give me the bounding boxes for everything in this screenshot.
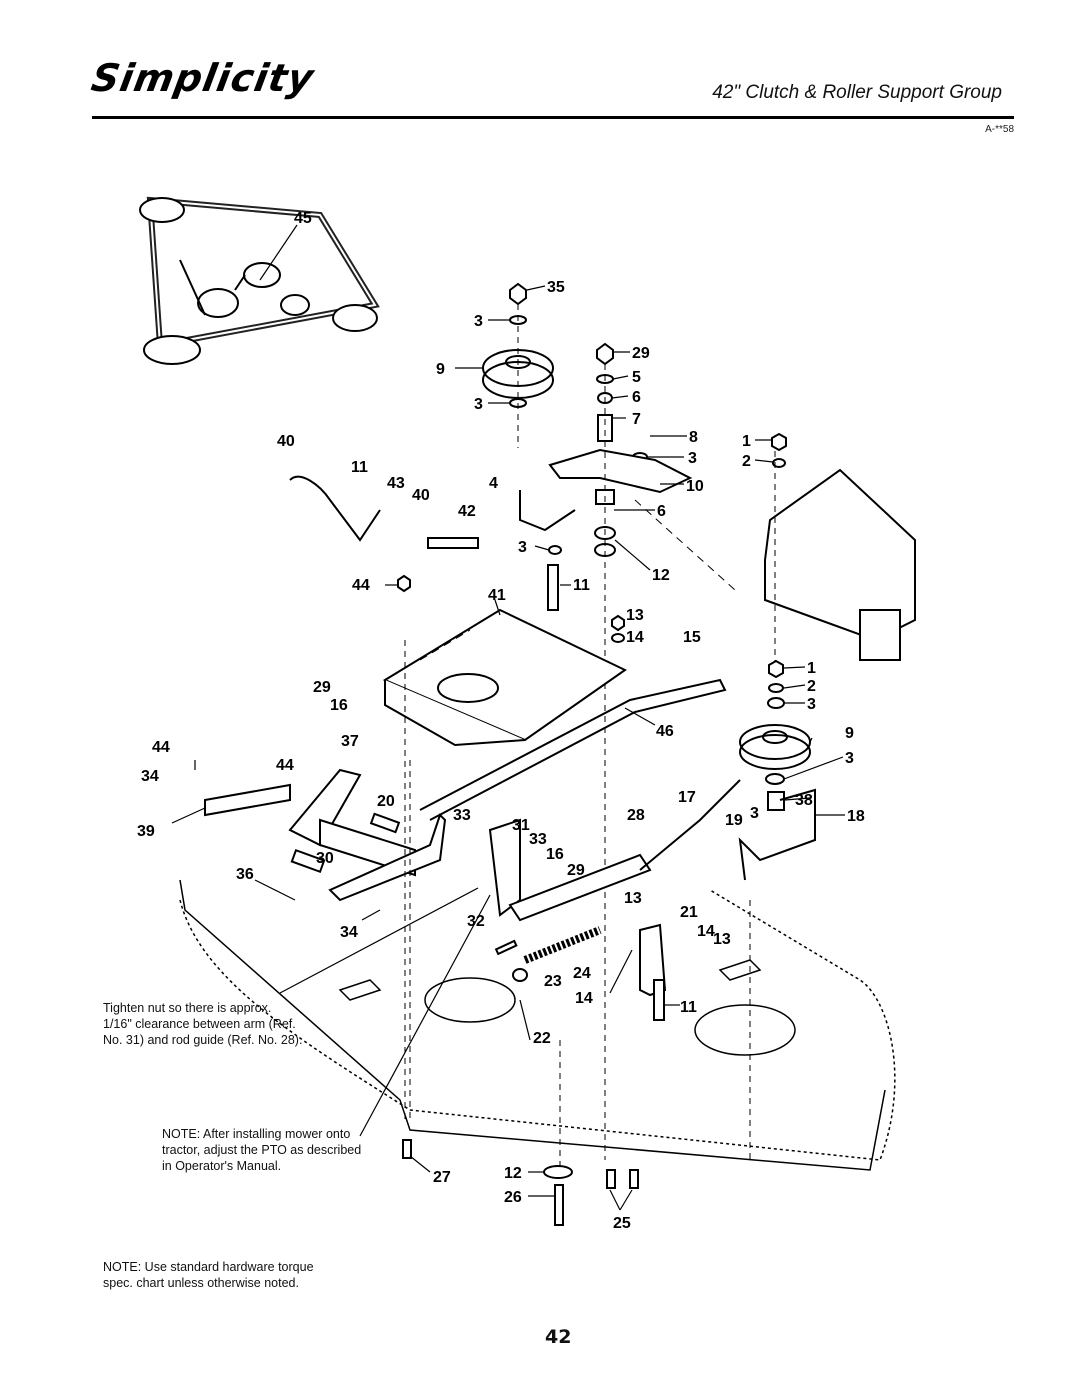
clutch-bracket <box>382 608 627 747</box>
callout-36: 36 <box>236 866 254 883</box>
callout-5: 5 <box>632 369 641 386</box>
callout-31: 31 <box>512 817 530 834</box>
bottom-hardware <box>402 1139 639 1226</box>
callout-9: 9 <box>845 725 854 742</box>
callout-22: 22 <box>533 1030 551 1047</box>
callout-26: 26 <box>504 1189 522 1206</box>
callout-41: 41 <box>488 587 506 604</box>
callout-35: 35 <box>547 279 565 296</box>
callout-29: 29 <box>313 679 331 696</box>
mower-deck <box>179 640 896 1171</box>
callout-34: 34 <box>340 924 358 941</box>
leader-lines <box>171 224 845 1211</box>
callout-21: 21 <box>680 904 698 921</box>
callout-45: 45 <box>294 210 312 227</box>
callout-23: 23 <box>544 973 562 990</box>
callout-1: 1 <box>807 660 816 677</box>
callout-3: 3 <box>518 539 527 556</box>
note-torque-spec: NOTE: Use standard hardware torque spec.… <box>103 1260 314 1290</box>
callout-13: 13 <box>624 890 642 907</box>
callout-3: 3 <box>474 313 483 330</box>
idler-hardware-stack <box>519 342 736 1160</box>
callout-20: 20 <box>377 793 395 810</box>
note-tighten-nut: Tighten nut so there is approx. 1/16" cl… <box>103 1001 303 1047</box>
callout-3: 3 <box>845 750 854 767</box>
callout-38: 38 <box>795 792 813 809</box>
callout-13: 13 <box>713 931 731 948</box>
callout-29: 29 <box>567 862 585 879</box>
callout-12: 12 <box>652 567 670 584</box>
callout-17: 17 <box>678 789 696 806</box>
callout-40: 40 <box>277 433 295 450</box>
callout-9: 9 <box>436 361 445 378</box>
callout-39: 39 <box>137 823 155 840</box>
callout-44: 44 <box>276 757 294 774</box>
linkage-assembly <box>204 475 816 1021</box>
callout-32: 32 <box>467 913 485 930</box>
callout-15: 15 <box>683 629 701 646</box>
callout-34: 34 <box>141 768 159 785</box>
header-rule <box>92 116 1014 119</box>
callout-27: 27 <box>433 1169 451 1186</box>
callout-14: 14 <box>697 923 715 940</box>
callout-12: 12 <box>504 1165 522 1182</box>
callout-44: 44 <box>152 739 170 756</box>
reference-code: A-**58 <box>985 124 1014 135</box>
callout-46: 46 <box>656 723 674 740</box>
callout-11: 11 <box>351 459 368 476</box>
callout-33: 33 <box>453 807 471 824</box>
page-title: 42" Clutch & Roller Support Group <box>712 82 1002 103</box>
callout-16: 16 <box>546 846 564 863</box>
callout-2: 2 <box>807 678 816 695</box>
clutch-cover <box>764 432 916 680</box>
callout-44: 44 <box>352 577 370 594</box>
callout-10: 10 <box>686 478 704 495</box>
callout-1: 1 <box>742 433 751 450</box>
callout-25: 25 <box>613 1215 631 1232</box>
callout-42: 42 <box>458 503 476 520</box>
callout-7: 7 <box>632 411 641 428</box>
callout-3: 3 <box>750 805 759 822</box>
callout-40: 40 <box>412 487 430 504</box>
callout-14: 14 <box>626 629 644 646</box>
callout-28: 28 <box>627 807 645 824</box>
callout-30: 30 <box>316 850 334 867</box>
callout-29: 29 <box>632 345 650 362</box>
callout-33: 33 <box>529 831 547 848</box>
callout-11: 11 <box>680 999 697 1016</box>
callout-24: 24 <box>573 965 591 982</box>
callout-6: 6 <box>657 503 666 520</box>
callout-14: 14 <box>575 990 593 1007</box>
center-pulley-stack <box>482 282 554 448</box>
page-number: 42 <box>545 1326 572 1348</box>
callout-37: 37 <box>341 733 359 750</box>
callout-19: 19 <box>725 812 743 829</box>
callout-6: 6 <box>632 389 641 406</box>
callout-18: 18 <box>847 808 865 825</box>
callout-16: 16 <box>330 697 348 714</box>
right-pulley-stack <box>739 659 811 811</box>
callout-3: 3 <box>474 396 483 413</box>
callout-43: 43 <box>387 475 405 492</box>
callout-3: 3 <box>807 696 816 713</box>
callout-3: 3 <box>688 450 697 467</box>
callout-11: 11 <box>573 577 590 594</box>
note-adjust-pto: NOTE: After installing mower onto tracto… <box>162 1127 362 1173</box>
callout-8: 8 <box>689 429 698 446</box>
callout-13: 13 <box>626 607 644 624</box>
callout-2: 2 <box>742 453 751 470</box>
belt-routing-drawing <box>139 196 380 365</box>
callout-4: 4 <box>489 475 498 492</box>
